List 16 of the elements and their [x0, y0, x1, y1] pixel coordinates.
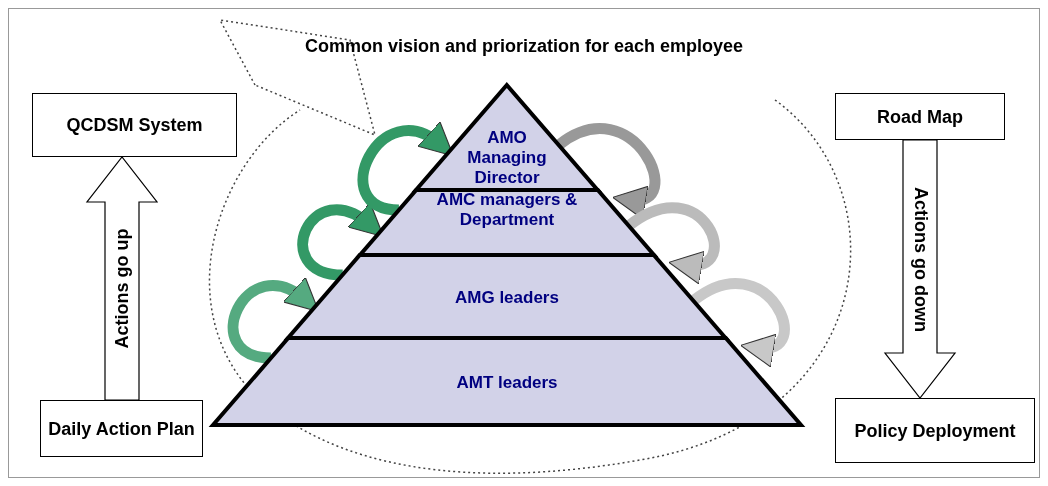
curved-arrow: [556, 123, 661, 217]
edge-label: Actions go up: [111, 228, 133, 349]
curved-arrow: [690, 278, 790, 366]
layer-label: AMC managers & Department: [435, 190, 579, 230]
text-box: Daily Action Plan: [40, 400, 203, 457]
title: Common vision and priorization for each employee: [303, 36, 745, 57]
block-arrow: [85, 156, 159, 401]
text-box: QCDSM System: [32, 93, 237, 157]
layer-label: AMG leaders: [454, 288, 560, 308]
layer-label: AMO Managing Director: [466, 128, 548, 188]
text-box: Road Map: [835, 93, 1005, 140]
layer-label: AMT leaders: [455, 373, 559, 393]
edge-label: Actions go down: [909, 186, 931, 332]
curved-arrow: [625, 202, 720, 283]
text-box: Policy Deployment: [835, 398, 1035, 463]
block-arrow: [883, 139, 957, 399]
